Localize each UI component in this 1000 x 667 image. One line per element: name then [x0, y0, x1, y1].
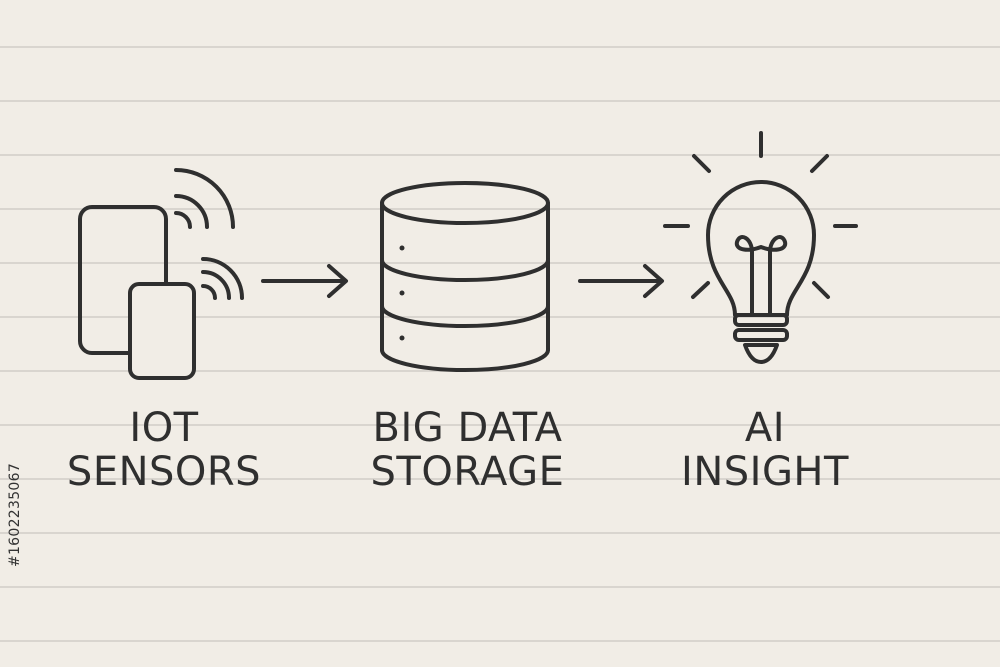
label-line: BIG DATA [372, 405, 563, 451]
database-icon [380, 181, 550, 372]
arrow-right-icon [578, 264, 664, 298]
lightbulb-icon [663, 131, 858, 364]
sensor-device-large [78, 205, 168, 355]
stock-image-id-text: #1602235067 [7, 462, 23, 568]
node-label-ai-insight: AI INSIGHT [650, 406, 880, 494]
node-label-iot-sensors: IOT SENSORS [44, 406, 284, 494]
label-line: INSIGHT [681, 449, 849, 495]
label-line: SENSORS [66, 449, 262, 495]
light-rays [663, 131, 858, 299]
arrow-right-icon [261, 264, 348, 298]
filament [734, 235, 788, 315]
sensor-device-small [128, 282, 196, 380]
wifi-signal-icon [174, 168, 235, 229]
wifi-signal-icon [201, 257, 244, 300]
label-line: STORAGE [370, 449, 565, 495]
stock-image-id: #1602235067 [0, 420, 30, 610]
node-label-big-data-storage: BIG DATA STORAGE [340, 406, 595, 494]
label-line: AI [744, 405, 786, 451]
label-line: IOT [129, 405, 199, 451]
iot-sensors-icon [78, 168, 244, 380]
